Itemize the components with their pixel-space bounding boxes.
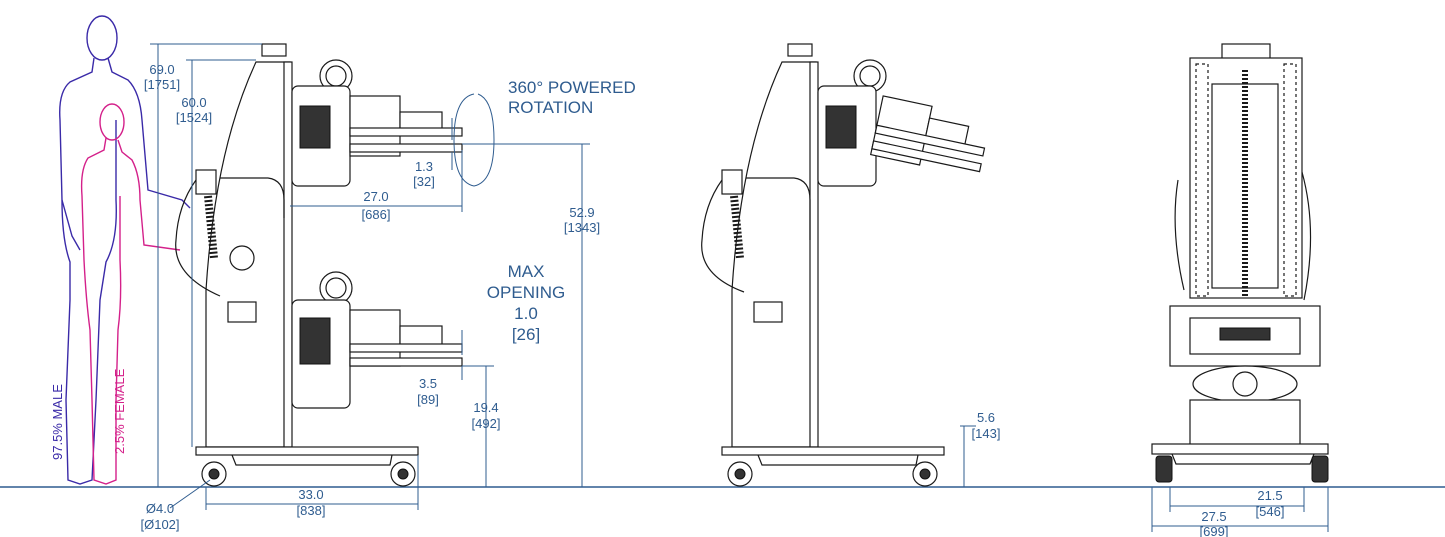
dim-lower-platen-height-in: 19.4 bbox=[473, 400, 498, 415]
machine-front-view bbox=[1151, 43, 1329, 483]
rotation-label-line1: 360° POWERED bbox=[508, 78, 636, 97]
dim-outer-width-in: 27.5 bbox=[1201, 509, 1226, 524]
dim-column-height-in: 60.0 bbox=[181, 95, 206, 110]
dim-base-clearance-in: 5.6 bbox=[977, 410, 995, 425]
dim-outer-width-mm: [699] bbox=[1200, 524, 1229, 537]
dim-top-platen-height-in: 52.9 bbox=[569, 205, 594, 220]
dim-top-platen-height-mm: [1343] bbox=[564, 220, 600, 235]
dim-base-clearance-mm: [143] bbox=[972, 426, 1001, 441]
male-figure bbox=[59, 15, 191, 485]
female-figure bbox=[80, 103, 181, 485]
dim-lower-platen-height-mm: [492] bbox=[472, 416, 501, 431]
max-opening-line2: OPENING bbox=[487, 283, 565, 302]
dim-base-length-in: 33.0 bbox=[298, 487, 323, 502]
rotation-label-line2: ROTATION bbox=[508, 98, 593, 117]
dim-arm-reach-in: 27.0 bbox=[363, 189, 388, 204]
max-opening-line3: 1.0 bbox=[514, 304, 538, 323]
dim-overall-height-in: 69.0 bbox=[149, 62, 174, 77]
max-opening-line1: MAX bbox=[508, 262, 545, 281]
machine-side-view-1 bbox=[175, 43, 463, 487]
dim-upper-gap-in: 1.3 bbox=[415, 159, 433, 174]
female-figure-label: 2.5% FEMALE bbox=[112, 368, 127, 454]
dim-upper-gap-mm: [32] bbox=[413, 174, 435, 189]
dim-caster-diameter-in: Ø4.0 bbox=[146, 501, 174, 516]
dimension-lines bbox=[150, 43, 1329, 532]
male-figure-label: 97.5% MALE bbox=[50, 384, 65, 460]
dim-overall-height-mm: [1751] bbox=[144, 77, 180, 92]
dim-lower-gap-mm: [89] bbox=[417, 392, 439, 407]
dim-inner-width-in: 21.5 bbox=[1257, 488, 1282, 503]
max-opening-line4: [26] bbox=[512, 325, 540, 344]
machine-side-view-2 bbox=[701, 43, 986, 487]
dim-base-length-mm: [838] bbox=[297, 503, 326, 518]
dim-lower-gap-in: 3.5 bbox=[419, 376, 437, 391]
dim-arm-reach-mm: [686] bbox=[362, 207, 391, 222]
dim-inner-width-mm: [546] bbox=[1256, 504, 1285, 519]
dim-column-height-mm: [1524] bbox=[176, 110, 212, 125]
dim-caster-diameter-mm: [Ø102] bbox=[140, 517, 179, 532]
